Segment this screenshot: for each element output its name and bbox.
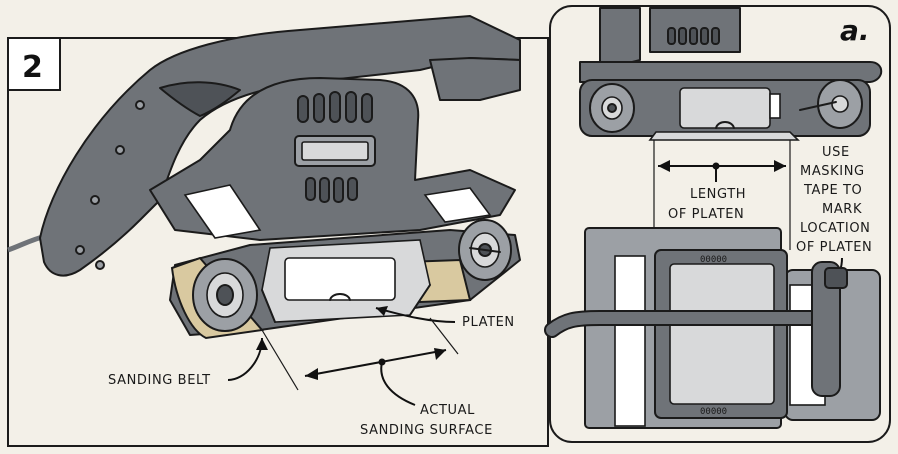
belt-top-right (423, 187, 492, 223)
bottom-view-sander: 00000 00000 (544, 227, 881, 429)
belt-top-left (183, 184, 262, 239)
vent-grille-top (297, 91, 373, 123)
svg-text:00000: 00000 (700, 255, 727, 265)
actual-label: ACTUAL (420, 403, 475, 418)
note-line-4: MARK (822, 202, 862, 217)
note-line-5: LOCATION (800, 221, 871, 236)
rear-roller (192, 258, 258, 332)
detail-panel: a. (544, 5, 891, 443)
side-view-sander (579, 7, 883, 141)
figure-number: 2 (22, 50, 43, 85)
note-line-2: MASKING (800, 164, 865, 179)
front-roller (458, 219, 512, 281)
sanding-surface-dimension (261, 317, 459, 406)
length-dimension (658, 160, 786, 182)
note-line-6: OF PLATEN (796, 240, 872, 255)
figure-number-box: 2 (7, 37, 61, 91)
sanding-belt-label: SANDING BELT (108, 373, 211, 388)
handle-opening (159, 81, 241, 117)
vent-grille-bottom (305, 177, 358, 203)
platen-label: PLATEN (462, 315, 515, 330)
front-grip (429, 57, 521, 101)
main-panel: 2 (7, 15, 549, 447)
note-line-3: TAPE TO (803, 183, 862, 198)
sanding-surface-label: SANDING SURFACE (360, 423, 493, 438)
platen (261, 239, 431, 323)
note-line-1: USE (822, 145, 850, 160)
masking-tape-note: USE MASKING TAPE TO MARK LOCATION OF PLA… (796, 145, 872, 255)
svg-text:00000: 00000 (700, 407, 727, 417)
of-platen-label: OF PLATEN (668, 207, 744, 222)
length-label: LENGTH (690, 187, 746, 202)
detail-letter: a. (840, 14, 870, 47)
